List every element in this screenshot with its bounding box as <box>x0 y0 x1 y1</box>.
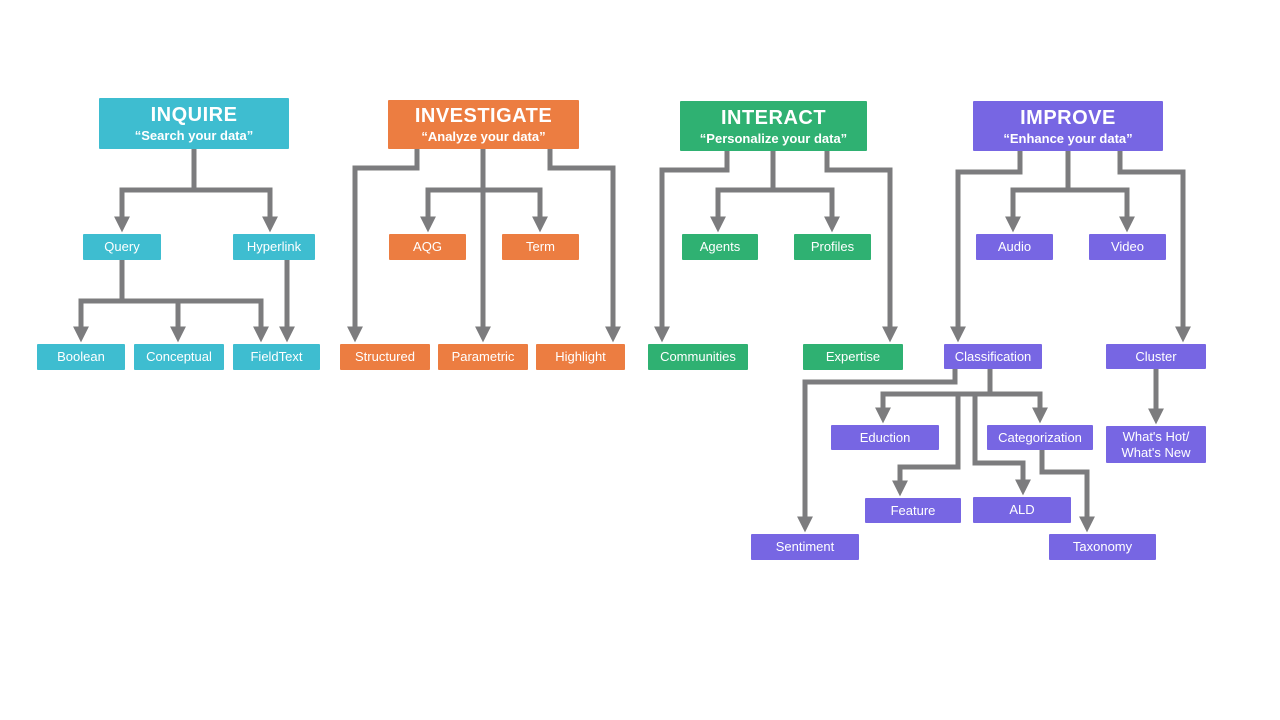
edge-query-conceptual <box>119 260 187 343</box>
node-categorization: Categorization <box>987 425 1093 450</box>
branch-header-investigate: INVESTIGATE “Analyze your data” <box>388 100 579 149</box>
node-eduction: Eduction <box>831 425 939 450</box>
branch-title-improve: IMPROVE <box>1020 106 1116 129</box>
edge-classification-ald <box>972 394 1032 496</box>
edge-investigate-term <box>480 149 549 233</box>
branch-subtitle-investigate: “Analyze your data” <box>421 129 546 144</box>
node-communities: Communities <box>648 344 748 370</box>
branch-title-investigate: INVESTIGATE <box>414 105 553 127</box>
node-cluster: Cluster <box>1106 344 1206 369</box>
node-expertise: Expertise <box>803 344 903 370</box>
node-classification: Classification <box>944 344 1042 369</box>
edge-classification-feature <box>891 394 961 497</box>
node-parametric: Parametric <box>438 344 528 370</box>
branch-header-inquire: INQUIRE “Search your data” <box>99 98 289 149</box>
node-query: Query <box>83 234 161 260</box>
edge-query-boolean <box>72 260 125 343</box>
edge-improve-cluster <box>1117 151 1192 343</box>
edge-improve-classification <box>949 151 1023 343</box>
edge-classification-sentiment <box>796 369 958 533</box>
branch-header-interact: INTERACT “Personalize your data” <box>680 101 867 151</box>
node-hyperlink: Hyperlink <box>233 234 315 260</box>
edge-inquire-hyperlink <box>191 149 279 233</box>
node-boolean: Boolean <box>37 344 125 370</box>
node-profiles: Profiles <box>794 234 871 260</box>
node-structured: Structured <box>340 344 430 370</box>
edge-investigate-highlight <box>547 149 622 343</box>
edge-classification-categorization <box>987 369 1049 424</box>
edge-categorization-taxonomy <box>1039 449 1096 533</box>
node-taxonomy: Taxonomy <box>1049 534 1156 560</box>
edge-interact-profiles <box>770 151 841 233</box>
node-sentiment: Sentiment <box>751 534 859 560</box>
node-highlight: Highlight <box>536 344 625 370</box>
branch-subtitle-improve: “Enhance your data” <box>1003 130 1133 146</box>
edge-inquire-query <box>113 149 197 233</box>
node-audio: Audio <box>976 234 1053 260</box>
node-video: Video <box>1089 234 1166 260</box>
branch-subtitle-interact: “Personalize your data” <box>699 130 848 146</box>
node-feature: Feature <box>865 498 961 523</box>
node-ald: ALD <box>973 497 1071 523</box>
branch-header-improve: IMPROVE “Enhance your data” <box>973 101 1163 151</box>
branch-title-interact: INTERACT <box>720 106 827 129</box>
edge-query-fieldtext <box>119 260 270 343</box>
branch-subtitle-inquire: “Search your data” <box>134 128 254 143</box>
node-whats-hot-whats-new: What's Hot/ What's New <box>1106 426 1206 463</box>
node-aqg: AQG <box>389 234 466 260</box>
branch-title-inquire: INQUIRE <box>150 104 238 126</box>
node-conceptual: Conceptual <box>134 344 224 370</box>
edge-improve-video <box>1065 151 1136 233</box>
edge-investigate-structured <box>346 149 420 343</box>
node-term: Term <box>502 234 579 260</box>
node-fieldtext: FieldText <box>233 344 320 370</box>
node-agents: Agents <box>682 234 758 260</box>
edge-interact-expertise <box>824 151 899 343</box>
edge-interact-communities <box>653 151 730 343</box>
edge-investigate-aqg <box>419 149 486 233</box>
